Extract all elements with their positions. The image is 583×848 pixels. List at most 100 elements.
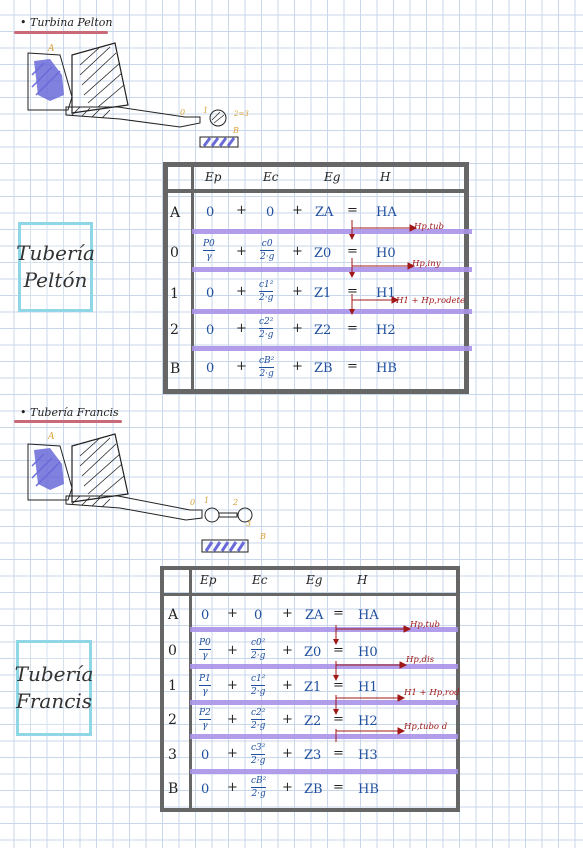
francis-cell: ZA bbox=[305, 608, 324, 623]
plus-sign: + bbox=[236, 244, 247, 259]
plus-sign: + bbox=[282, 643, 293, 658]
pelton-point-23: 2=3 bbox=[234, 110, 249, 118]
francis-row-label: 2 bbox=[168, 712, 177, 728]
plus-sign: + bbox=[282, 678, 293, 693]
plus-sign: + bbox=[236, 284, 247, 299]
francis-loss-label: Hp,tub bbox=[410, 620, 440, 630]
plus-sign: + bbox=[282, 746, 293, 761]
francis-header-h: H bbox=[357, 573, 368, 587]
pelton-point-0: 0 bbox=[180, 108, 186, 117]
plus-sign: + bbox=[227, 780, 238, 795]
francis-row-label: 1 bbox=[168, 678, 177, 694]
pelton-label-box: Tubería Peltón bbox=[16, 222, 95, 312]
pelton-loss-label: Hp,tub bbox=[414, 222, 444, 232]
equals-sign: = bbox=[347, 359, 358, 374]
plus-sign: + bbox=[282, 780, 293, 795]
pelton-header-eg: Eg bbox=[324, 170, 341, 184]
francis-header-ec: Ec bbox=[252, 573, 268, 587]
francis-cell: H2 bbox=[358, 714, 378, 729]
francis-header-ep: Ep bbox=[200, 573, 217, 587]
francis-point-2: 2 bbox=[233, 498, 239, 507]
francis-loss-label: Hp,dis bbox=[406, 655, 435, 665]
pelton-loss-label: Hp,iny bbox=[412, 259, 441, 269]
francis-cell: H3 bbox=[358, 748, 378, 763]
equals-sign: = bbox=[347, 244, 358, 259]
plus-sign: + bbox=[282, 606, 293, 621]
francis-point-1: 1 bbox=[204, 496, 210, 505]
equals-sign: = bbox=[347, 284, 358, 299]
plus-sign: + bbox=[236, 321, 247, 336]
plus-sign: + bbox=[227, 678, 238, 693]
francis-loss-label: Hp,tubo d bbox=[404, 722, 448, 732]
equals-sign: = bbox=[333, 780, 344, 795]
francis-point-a: A bbox=[48, 432, 55, 442]
plus-sign: + bbox=[292, 244, 303, 259]
francis-box-line2: Francis bbox=[15, 689, 93, 713]
pelton-box-line2: Peltón bbox=[23, 268, 88, 292]
equals-sign: = bbox=[333, 643, 344, 658]
pelton-row-label: A bbox=[170, 205, 181, 221]
pelton-cell: 0 bbox=[266, 205, 275, 220]
francis-point-b: B bbox=[260, 532, 266, 541]
equals-sign: = bbox=[347, 321, 358, 336]
plus-sign: + bbox=[282, 712, 293, 727]
equals-sign: = bbox=[333, 712, 344, 727]
francis-title: • Tubería Francis bbox=[20, 406, 119, 419]
pelton-cell: Z2 bbox=[314, 323, 332, 338]
plus-sign: + bbox=[227, 712, 238, 727]
francis-cell: 0 bbox=[201, 608, 210, 623]
pelton-cell: ZB bbox=[314, 361, 333, 376]
francis-cell: ZB bbox=[304, 782, 323, 797]
pelton-point-1: 1 bbox=[203, 106, 209, 115]
pelton-point-a: A bbox=[48, 44, 55, 54]
francis-cell: H1 bbox=[358, 680, 378, 695]
francis-cell: HB bbox=[358, 782, 379, 797]
pelton-cell: 0 bbox=[206, 323, 215, 338]
pelton-row-label: 0 bbox=[170, 245, 179, 261]
pelton-cell: 0 bbox=[206, 361, 215, 376]
pelton-cell: Z0 bbox=[314, 246, 332, 261]
pelton-loss-arrows bbox=[349, 220, 418, 315]
francis-header-eg: Eg bbox=[306, 573, 323, 587]
pelton-row-label: B bbox=[170, 361, 181, 377]
francis-cell: Z0 bbox=[304, 645, 322, 660]
plus-sign: + bbox=[236, 359, 247, 374]
francis-point-0: 0 bbox=[190, 498, 196, 507]
equals-sign: = bbox=[333, 678, 344, 693]
francis-cell: Z3 bbox=[304, 748, 322, 763]
pelton-title-underline bbox=[14, 31, 108, 34]
francis-row-label: A bbox=[168, 607, 179, 623]
pelton-cell: Z1 bbox=[314, 286, 332, 301]
pelton-header-ep: Ep bbox=[205, 170, 222, 184]
francis-label-box: Tubería Francis bbox=[15, 640, 93, 736]
francis-cell: 0 bbox=[254, 608, 263, 623]
francis-cell: 0 bbox=[201, 748, 210, 763]
equals-sign: = bbox=[333, 746, 344, 761]
plus-sign: + bbox=[292, 359, 303, 374]
plus-sign: + bbox=[227, 746, 238, 761]
pelton-cell: ZA bbox=[315, 205, 334, 220]
francis-row-label: B bbox=[168, 781, 179, 797]
pelton-header-ec: Ec bbox=[263, 170, 279, 184]
pelton-loss-label: H1 + Hp,rodete bbox=[396, 296, 466, 306]
francis-cell: 0 bbox=[201, 782, 210, 797]
pelton-cell: 0 bbox=[206, 205, 215, 220]
plus-sign: + bbox=[227, 606, 238, 621]
plus-sign: + bbox=[292, 284, 303, 299]
pelton-cell: HA bbox=[376, 205, 397, 220]
francis-title-underline bbox=[14, 420, 122, 423]
plus-sign: + bbox=[292, 321, 303, 336]
pelton-cell: H0 bbox=[376, 246, 396, 261]
francis-cell: HA bbox=[358, 608, 379, 623]
equals-sign: = bbox=[333, 606, 344, 621]
francis-cell: Z1 bbox=[304, 680, 322, 695]
